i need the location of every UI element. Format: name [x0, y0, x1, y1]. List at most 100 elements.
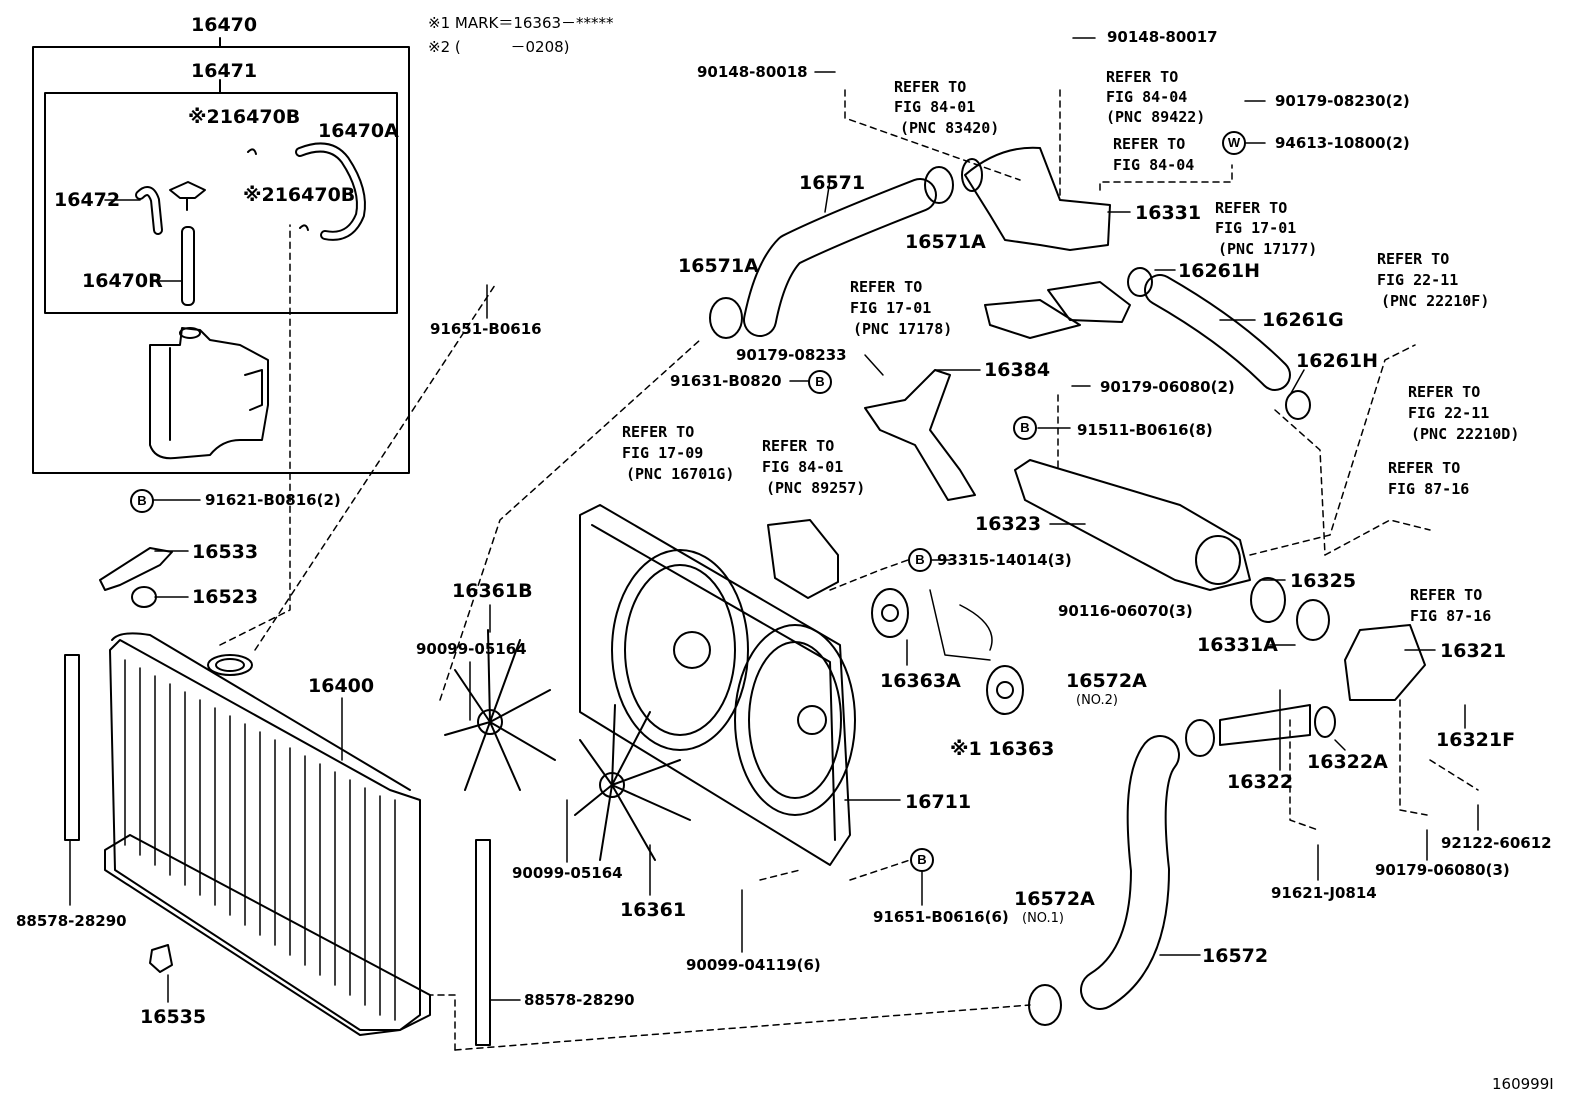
label-16261H-b: 16261H [1296, 350, 1379, 372]
label-16571A-b: 16571A [905, 231, 986, 253]
label-16363: ※1 16363 [950, 738, 1055, 760]
marker-w-94613: W [1222, 131, 1246, 155]
refer-17-01-17178-line3: (PNC 17178) [853, 320, 953, 338]
label-16523: 16523 [192, 586, 259, 608]
note-mark-2: ※2 ( －0208) [428, 38, 570, 56]
marker-b-91651: B [910, 848, 934, 872]
label-16470B-a: ※216470B [188, 106, 301, 128]
motor-16363A [871, 588, 909, 638]
clamp-16261H-a [1127, 267, 1153, 297]
label-91621-J0814: 91621-J0814 [1271, 884, 1377, 902]
refer-22-11-22210D-line3: (PNC 22210D) [1411, 425, 1520, 443]
refer-17-09-16701G-line3: (PNC 16701G) [626, 465, 735, 483]
label-91651-B0616-top: 91651-B0616 [430, 320, 542, 338]
marker-b-93315: B [908, 548, 932, 572]
drain-16535 [149, 944, 173, 973]
label-16572A-no1-sub: (NO.1) [1022, 911, 1064, 926]
note-mark-1: ※1 MARK＝16363－***** [428, 14, 614, 32]
label-90099-04119: 90099-04119(6) [686, 956, 821, 974]
motor-16363 [986, 665, 1024, 715]
refer-87-16-b-line1: REFER TO [1410, 586, 1483, 604]
refer-84-01-89257-line2: FIG 84-01 [762, 458, 844, 476]
refer-22-11-22210F-line3: (PNC 22210F) [1381, 292, 1490, 310]
seal-88578-right [475, 839, 491, 1046]
label-16384: 16384 [984, 359, 1051, 381]
gasket-17177 [1047, 281, 1131, 323]
refer-17-01-17177-line3: (PNC 17177) [1218, 240, 1318, 258]
label-16321: 16321 [1440, 640, 1507, 662]
fan-16361 [574, 704, 691, 861]
refer-17-01-17178-line2: FIG 17-01 [850, 299, 932, 317]
pipe-16322 [1219, 704, 1311, 746]
bracket-16384 [864, 369, 976, 501]
label-16331A: 16331A [1197, 634, 1278, 656]
label-16325: 16325 [1290, 570, 1357, 592]
refer-22-11-22210F-line1: REFER TO [1377, 250, 1450, 268]
label-16572A-no1: 16572A [1014, 888, 1095, 910]
refer-84-01-83420-line3: (PNC 83420) [900, 119, 1000, 137]
label-88578-28290-left: 88578-28290 [16, 912, 127, 930]
relay-89257 [767, 519, 839, 599]
label-16470B-b: ※216470B [243, 184, 356, 206]
label-88578-28290-right: 88578-28290 [524, 991, 635, 1009]
bracket-16533 [99, 547, 173, 591]
label-93315-14014: 93315-14014(3) [937, 551, 1072, 569]
refer-22-11-22210F-line2: FIG 22-11 [1377, 271, 1459, 289]
label-16261H-a: 16261H [1178, 260, 1261, 282]
label-16361: 16361 [620, 899, 687, 921]
clamp-16572A-no1 [1028, 984, 1062, 1026]
marker-b-91631: B [808, 370, 832, 394]
diagram-code: 160999I [1492, 1075, 1554, 1093]
seal-88578-left [64, 654, 80, 841]
label-16322A: 16322A [1307, 751, 1388, 773]
outlet-16331 [964, 146, 1111, 251]
label-90116-06070: 90116-06070(3) [1058, 602, 1193, 620]
label-16470R: 16470R [82, 270, 163, 292]
label-16571: 16571 [799, 172, 866, 194]
label-16571A-a: 16571A [678, 255, 759, 277]
label-16572A-no2-sub: (NO.2) [1076, 693, 1118, 708]
label-16533: 16533 [192, 541, 259, 563]
marker-b-91621: B [130, 489, 154, 513]
label-16572A-no2: 16572A [1066, 670, 1147, 692]
marker-b-91511: B [1013, 416, 1037, 440]
label-16261G: 16261G [1262, 309, 1344, 331]
radiator-16400 [104, 632, 431, 1036]
refer-84-01-83420-line2: FIG 84-01 [894, 98, 976, 116]
refer-17-01-17178-line1: REFER TO [850, 278, 923, 296]
label-16572: 16572 [1202, 945, 1269, 967]
label-16323: 16323 [975, 513, 1042, 535]
refer-84-01-89257-line1: REFER TO [762, 437, 835, 455]
gasket-17178 [984, 299, 1081, 339]
label-90179-06080-3: 90179-06080(3) [1375, 861, 1510, 879]
label-90179-08233: 90179-08233 [736, 346, 847, 364]
oring-16322A [1314, 706, 1336, 738]
label-90148-80017: 90148-80017 [1107, 28, 1218, 46]
label-16321F: 16321F [1436, 729, 1516, 751]
reservoir-tank [149, 327, 269, 460]
refer-87-16-b-line2: FIG 87-16 [1410, 607, 1492, 625]
clamp-16571A-upper [924, 166, 954, 204]
refer-84-04-89422-line1: REFER TO [1106, 68, 1179, 86]
cap-16472 [169, 181, 206, 199]
label-16711: 16711 [905, 791, 972, 813]
refer-17-09-16701G-line2: FIG 17-09 [622, 444, 704, 462]
refer-87-16-a-line1: REFER TO [1388, 459, 1461, 477]
housing-16323 [1014, 459, 1251, 591]
thermostat-16331A [1296, 599, 1330, 641]
label-90099-05164-b: 90099-05164 [512, 864, 623, 882]
refer-84-04-89422-line3: (PNC 89422) [1106, 108, 1206, 126]
inlet-16321 [1344, 624, 1426, 701]
label-16470A: 16470A [318, 120, 399, 142]
label-90179-06080-2: 90179-06080(2) [1100, 378, 1235, 396]
cushion-16523 [131, 586, 157, 608]
clamp-16572A-no2 [1185, 719, 1215, 757]
refer-84-04-89422-line2: FIG 84-04 [1106, 88, 1188, 106]
refer-84-01-89257-line3: (PNC 89257) [766, 479, 866, 497]
label-94613-10800: 94613-10800(2) [1275, 134, 1410, 152]
pipe-16470R [181, 226, 195, 306]
refer-17-09-16701G-line1: REFER TO [622, 423, 695, 441]
label-90179-08230: 90179-08230(2) [1275, 92, 1410, 110]
